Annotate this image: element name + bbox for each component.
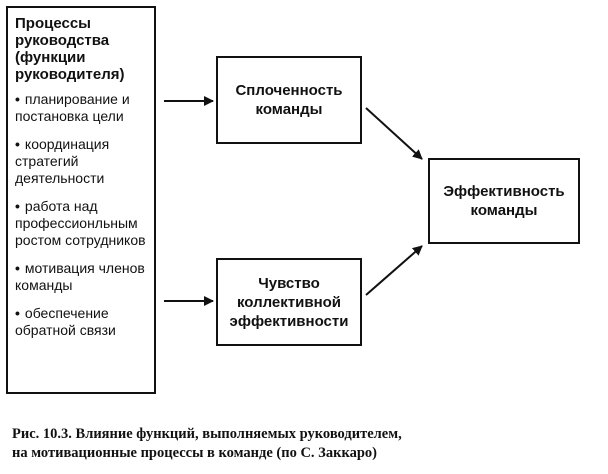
figure-caption: Рис. 10.3. Влияние функций, выполняемых … (12, 425, 602, 463)
function-item-text: координация стратегий деятельности (15, 136, 110, 186)
arrow-cohesion-to-effectiveness (365, 107, 423, 160)
team-effectiveness-label: Эффективность команды (443, 183, 565, 219)
bullet-icon: • (15, 136, 20, 152)
leadership-functions-list: •планирование и постановка цели •координ… (15, 91, 146, 339)
figure-caption-line: Рис. 10.3. Влияние функций, выполняемых … (12, 426, 402, 442)
function-item: •планирование и постановка цели (15, 91, 146, 125)
team-cohesion-label: Сплоченность команды (235, 82, 343, 118)
function-item: •обеспечение обратной связи (15, 305, 146, 339)
bullet-icon: • (15, 260, 20, 276)
collective-efficacy-box: Чувство коллективной эффективности (216, 258, 362, 346)
bullet-icon: • (15, 91, 20, 107)
function-item-text: обеспечение обратной связи (15, 305, 116, 338)
figure-caption-line: на мотивационные процессы в команде (по … (12, 445, 377, 461)
function-item: •работа над профессионльным ростом сотру… (15, 198, 146, 249)
bullet-icon: • (15, 198, 20, 214)
collective-efficacy-label: Чувство коллективной эффективности (229, 274, 349, 330)
function-item-text: планирование и постановка цели (15, 91, 130, 124)
function-item: •мотивация членов команды (15, 260, 146, 294)
function-item: •координация стратегий деятельности (15, 136, 146, 187)
leadership-functions-title: Процессы руководства (функции руководите… (15, 15, 125, 83)
team-effectiveness-box: Эффективность команды (428, 158, 580, 244)
bullet-icon: • (15, 305, 20, 321)
team-cohesion-box: Сплоченность команды (216, 56, 362, 144)
leadership-functions-box: Процессы руководства (функции руководите… (6, 6, 156, 394)
function-item-text: мотивация членов команды (15, 260, 145, 293)
function-item-text: работа над профессионльным ростом сотруд… (15, 198, 146, 248)
arrow-efficacy-to-effectiveness (365, 245, 423, 296)
